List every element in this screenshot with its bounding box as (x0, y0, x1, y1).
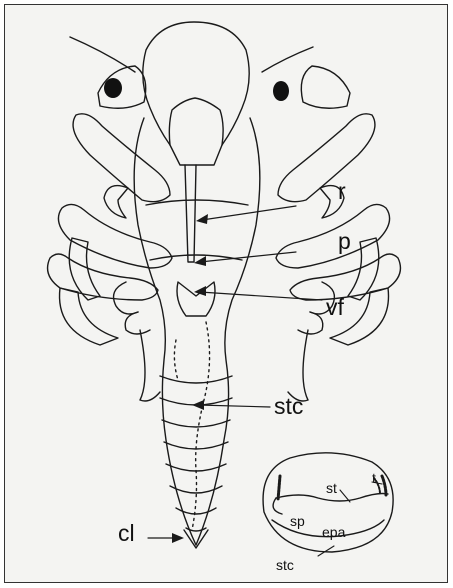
inset-label-sp: sp (290, 514, 305, 528)
inset-label-epa: epa (322, 525, 345, 539)
left-antenna (70, 37, 135, 72)
right-foreleg (278, 114, 375, 202)
label-cl: cl (118, 522, 135, 545)
left-mid-tarsus (114, 282, 138, 314)
right-antenna (262, 47, 313, 72)
right-hindleg (290, 254, 400, 300)
inset-label-st: st (326, 481, 337, 495)
arrow-stc (198, 405, 270, 407)
inset-label-stc: stc (276, 558, 294, 572)
left-hind-tarsus (125, 312, 150, 334)
body-outline (134, 118, 260, 545)
label-p: p (338, 230, 351, 253)
label-r: r (338, 180, 346, 203)
left-fore-tarsus (104, 186, 128, 218)
right-eye-pigment (273, 81, 289, 101)
right-hind-tarsus (298, 312, 323, 334)
arrow-r (202, 206, 296, 220)
right-eye-outline (301, 66, 350, 108)
face-outline (169, 98, 223, 145)
inset-left-spiracle (278, 476, 280, 500)
left-hindleg (48, 254, 158, 300)
rostrum (185, 165, 196, 262)
left-eye-pigment (104, 78, 122, 98)
head-outline (143, 22, 249, 165)
arrow-p (200, 252, 296, 262)
label-vf: vf (326, 296, 344, 319)
label-stc: stc (274, 395, 303, 418)
ventral-fold (177, 282, 215, 316)
inset-label-t: t (372, 471, 376, 485)
inset-cross-section (263, 453, 393, 556)
left-foreleg (73, 114, 170, 202)
arrow-vf (200, 292, 322, 300)
